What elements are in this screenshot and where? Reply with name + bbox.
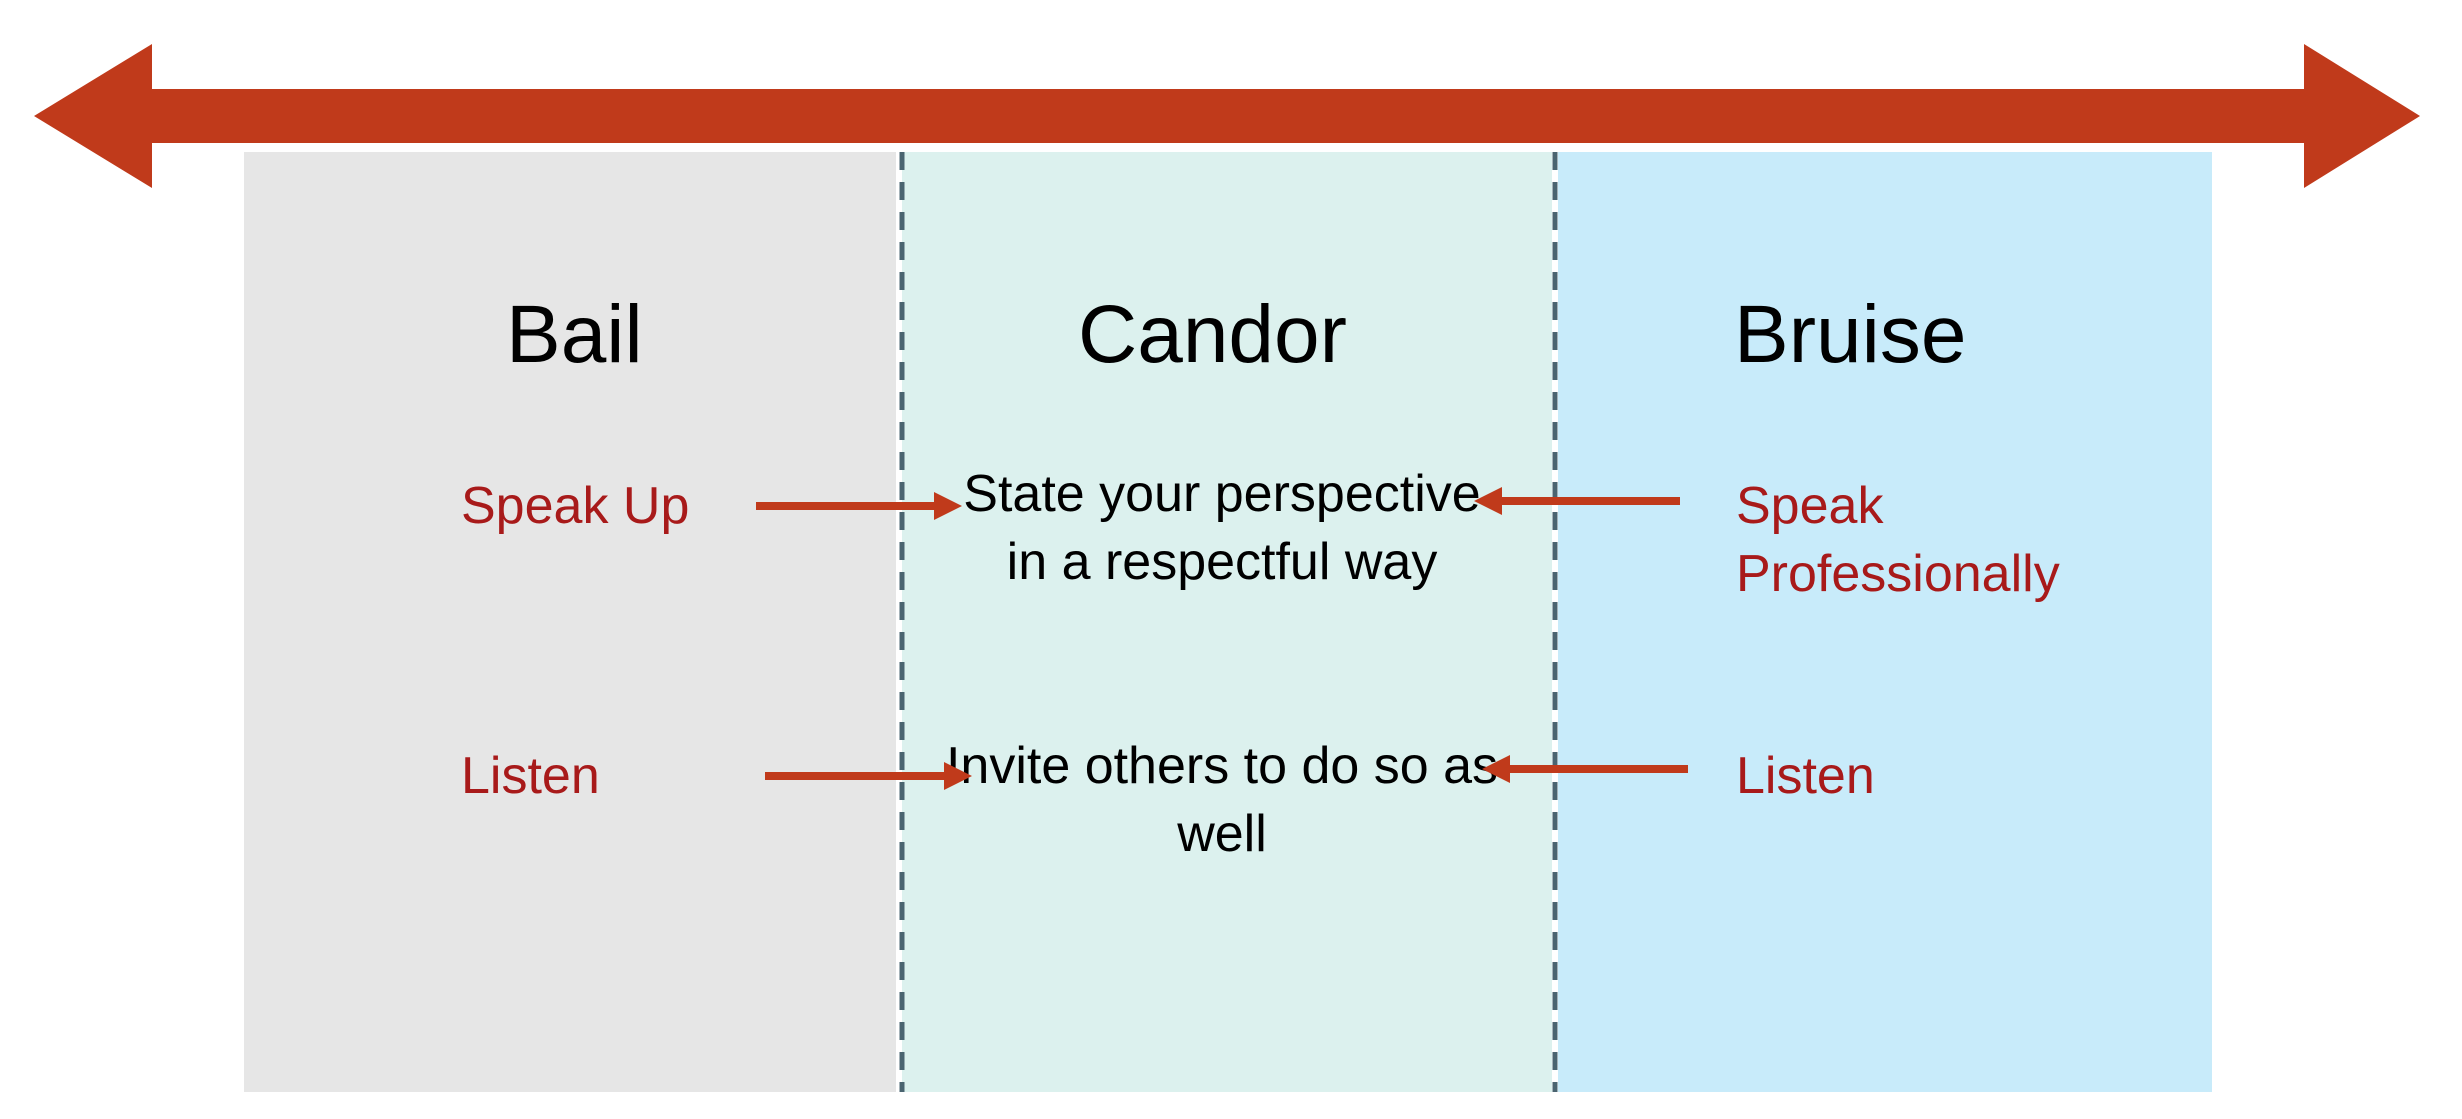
bruise-speak-professionally-label: Speak Professionally [1736,477,2060,603]
bruise-listen-label: Listen [1736,747,1875,805]
candor-panel [902,152,1552,1092]
bail-speak-up-label: Speak Up [461,477,690,535]
spectrum-double-arrow [34,44,2420,188]
bail-listen-label: Listen [461,747,600,805]
bail-panel [244,152,896,1092]
bruise-heading: Bruise [1734,289,1967,380]
bruise-panel [1558,152,2212,1092]
speak-up-arrow [756,492,962,520]
candor-listen-text: Invite others to do so as well [945,737,1499,863]
bail-heading: Bail [506,289,643,380]
candor-heading: Candor [1078,289,1347,380]
speak-professionally-arrow [1474,487,1680,515]
bail-listen-arrow [765,762,972,790]
candor-speak-text: State your perspective in a respectful w… [963,465,1481,591]
bruise-listen-arrow [1482,755,1688,783]
